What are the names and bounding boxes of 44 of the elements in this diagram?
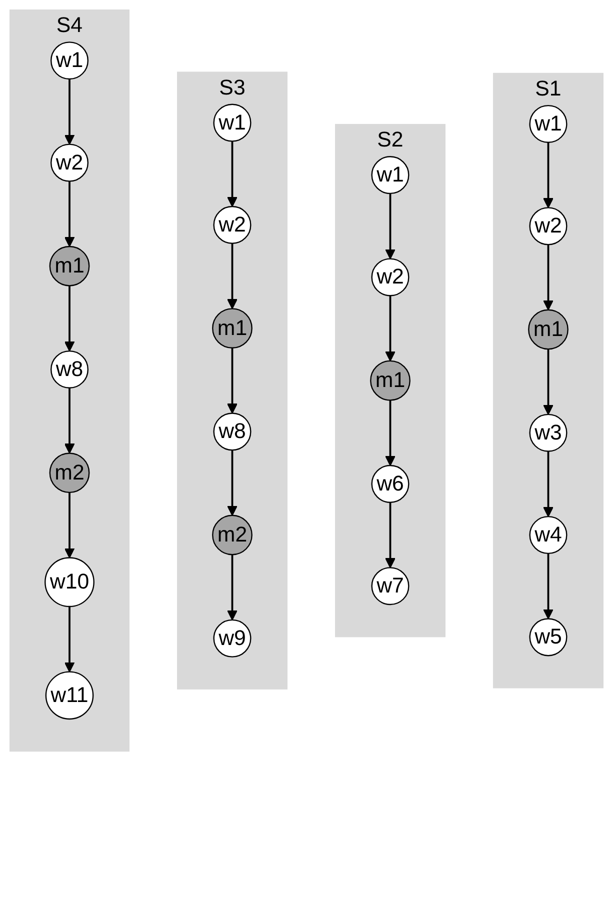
node-circle: w9 [213,619,252,658]
node-circle: m1 [49,246,90,286]
arrow [543,244,554,310]
node-circle: m1 [528,309,568,350]
node-circle: w11 [45,671,94,720]
arrow [385,400,396,466]
arrow [64,181,75,247]
node-circle: w1 [50,42,89,80]
arrow [227,554,238,620]
node-circle: m2 [49,452,90,494]
node-circle: m2 [212,514,252,556]
arrow [64,492,75,558]
node-circle: m1 [212,308,252,348]
arrow [227,450,238,516]
arrow [64,286,75,352]
node-circle: w1 [213,104,252,142]
node-circle: w2 [213,206,252,244]
arrow [543,451,554,518]
arrow [385,296,396,362]
node-circle: w2 [50,144,89,182]
node-circle: w10 [44,557,94,608]
node-circle: m1 [370,360,410,401]
arrow [64,388,75,454]
arrow [64,606,75,672]
node-circle: w5 [529,618,568,656]
arrow [64,79,75,145]
node-circle: w7 [371,567,410,606]
arrow [543,553,554,620]
node-circle: w4 [529,516,568,554]
node-circle: w6 [371,464,410,503]
arrow [385,502,396,568]
arrow [227,141,238,207]
arrow [227,348,238,414]
node-circle: w3 [529,414,568,452]
node-circle: w8 [213,412,252,451]
node-circle: w2 [371,258,410,296]
node-circle: w8 [50,350,89,388]
arrow [543,349,554,415]
node-circle: w2 [529,207,568,246]
arrow [227,243,238,310]
node-circle: w1 [371,156,410,194]
arrow [385,193,396,260]
node-circle: w1 [529,104,568,143]
arrow [543,142,554,208]
